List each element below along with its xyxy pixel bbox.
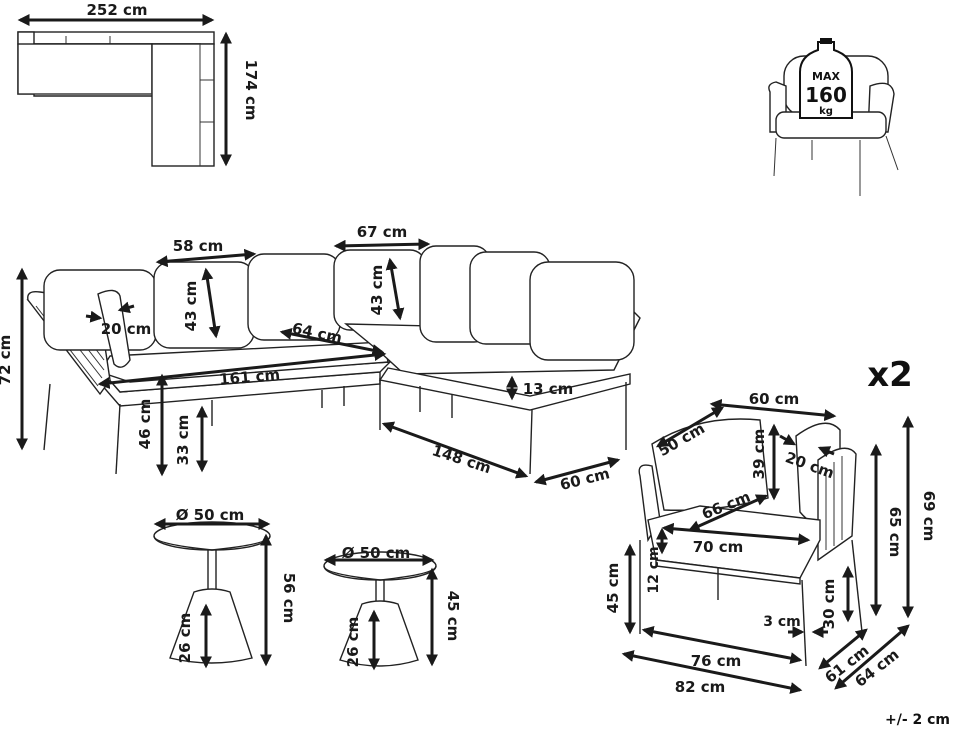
chair-back-cushion-height: 39 cm [750, 429, 768, 480]
chair-armrest-height: 65 cm [886, 507, 904, 558]
sofa-corner-cushion-width: 67 cm [357, 223, 408, 241]
sofa-back-height-left: 43 cm [182, 281, 200, 332]
chair-seat-height: 45 cm [604, 563, 622, 614]
chair-leg-gap: 3 cm [763, 614, 801, 630]
plan-width-label: 252 cm [86, 1, 147, 19]
chair-inner-width: 76 cm [691, 652, 742, 670]
chair-leg-height: 30 cm [820, 579, 838, 630]
max-unit: kg [819, 106, 833, 117]
table-small-base-height: 26 cm [344, 617, 362, 668]
sofa-back-cushion-width: 58 cm [173, 237, 224, 255]
sofa-seat-height: 46 cm [136, 399, 154, 450]
sofa-short-length: 148 cm [430, 441, 494, 477]
table-large-base-height: 26 cm [176, 613, 194, 664]
armchair: x2 60 cm 50 cm 39 cm [604, 355, 938, 696]
tolerance-note: +/- 2 cm [885, 712, 950, 728]
chair-total-width: 82 cm [675, 678, 726, 696]
table-large-diameter: Ø 50 cm [176, 506, 245, 524]
max-value: 160 [805, 83, 847, 107]
sofa-back-height-right: 43 cm [368, 265, 386, 316]
sofa-long-length: 161 cm [218, 365, 280, 388]
sofa-seat-cushion-thickness: 13 cm [523, 380, 574, 398]
weight-bottle-icon [799, 41, 853, 119]
plan-depth-label: 174 cm [242, 59, 260, 120]
sofa-leg-height: 33 cm [174, 415, 192, 466]
sofa-total-height: 72 cm [0, 335, 14, 386]
chair-back-width: 60 cm [749, 390, 800, 408]
sofa-cushion-thickness: 20 cm [101, 320, 152, 338]
chair-total-height: 69 cm [920, 491, 938, 542]
table-large-height: 56 cm [280, 573, 298, 624]
side-table-large: Ø 50 cm 56 cm 26 cm [153, 506, 298, 669]
max-label: MAX [812, 70, 840, 83]
table-small-height: 45 cm [444, 591, 462, 642]
corner-sofa: 58 cm 67 cm 43 cm 43 cm 20 cm 64 cm 161 … [0, 223, 641, 494]
max-load-chair-icon: MAX 160 kg [768, 38, 899, 196]
chair-seat-width: 70 cm [693, 538, 744, 556]
chair-seat-cushion-thickness: 12 cm [646, 546, 662, 593]
side-table-small: Ø 50 cm 45 cm 26 cm [323, 544, 462, 671]
sofa-plan-view: 252 cm 174 cm [17, 1, 260, 167]
chair-quantity: x2 [867, 355, 913, 395]
